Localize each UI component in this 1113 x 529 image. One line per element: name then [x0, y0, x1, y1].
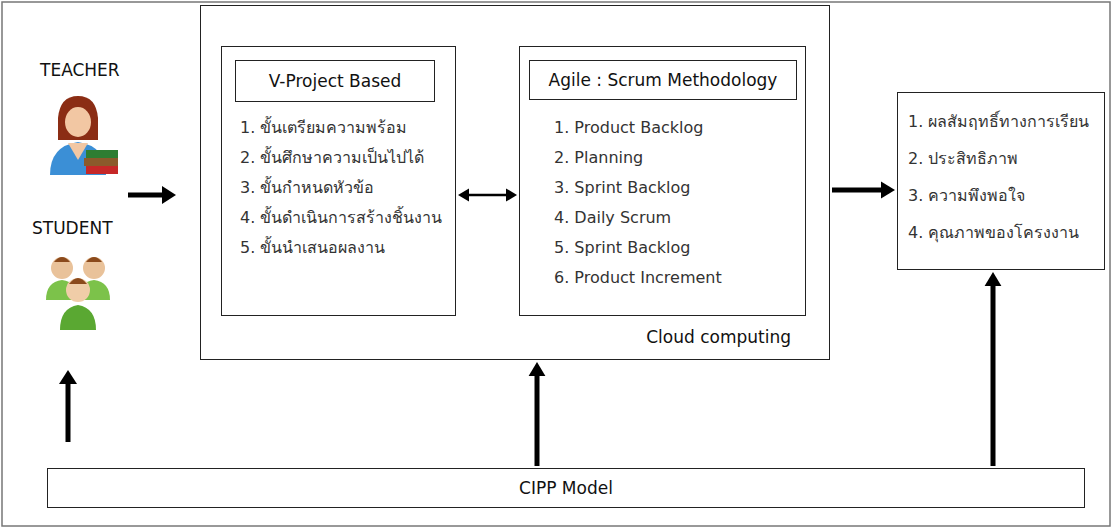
arrow-head — [881, 182, 895, 199]
list-item: 5. ขั้นนำเสนอผลงาน — [240, 233, 447, 263]
flow-arrow — [529, 362, 546, 466]
arrow-line — [991, 283, 996, 466]
method-box: 1. ขั้นเตรียมความพร้อม2. ขั้นศึกษาความเป… — [221, 46, 456, 316]
list-item: 3. ขั้นกำหนดหัวข้อ — [240, 173, 447, 203]
list-item: 3. ความพึงพอใจ — [908, 177, 1096, 214]
list-item: 6. Product Increment — [554, 263, 797, 293]
list-item: 1. ผลสัมฤทธิ์ทางการเรียน — [908, 103, 1096, 140]
platform-box: Cloud computing1. ขั้นเตรียมความพร้อม2. … — [200, 5, 830, 360]
arrow-line — [832, 188, 884, 193]
list-item: 2. ประสิทธิภาพ — [908, 140, 1096, 177]
platform-label: Cloud computing — [646, 327, 791, 347]
arrow-head — [529, 362, 546, 376]
flow-arrow — [458, 188, 517, 201]
heading-text: Agile : Scrum Methodology — [549, 70, 778, 90]
heading-text: CIPP Model — [519, 478, 613, 498]
arrow-head — [506, 188, 517, 201]
list-item: 4. Daily Scrum — [554, 203, 797, 233]
arrow-line — [535, 373, 540, 466]
list-item: 3. Sprint Backlog — [554, 173, 797, 203]
heading-text: V-Project Based — [269, 71, 402, 91]
cipp-arrow — [59, 370, 77, 442]
students-icon — [46, 257, 110, 330]
arrow-head — [985, 272, 1002, 286]
evaluation-band: CIPP Model — [47, 468, 1085, 508]
list-item: 1. Product Backlog — [554, 113, 797, 143]
list-item: 5. Sprint Backlog — [554, 233, 797, 263]
role-label: TEACHER — [40, 60, 120, 80]
list-item: 4. ขั้นดำเนินการสร้างชิ้นงาน — [240, 203, 447, 233]
method-box: 1. Product Backlog2. Planning3. Sprint B… — [519, 46, 806, 316]
heading-box: Agile : Scrum Methodology — [529, 60, 797, 100]
list-item: 2. Planning — [554, 143, 797, 173]
outcome-box: 1. ผลสัมฤทธิ์ทางการเรียน2. ประสิทธิภาพ3.… — [897, 92, 1105, 270]
teacher-icon — [50, 96, 118, 175]
flow-arrow — [985, 272, 1002, 466]
list-item: 4. คุณภาพของโครงงาน — [908, 214, 1096, 251]
arrow-head — [458, 188, 469, 201]
arrow-line — [467, 194, 508, 197]
flow-arrow — [832, 182, 895, 199]
role-label: STUDENT — [32, 218, 113, 238]
heading-box: V-Project Based — [235, 60, 435, 102]
list-item: 1. ขั้นเตรียมความพร้อม — [240, 113, 447, 143]
list-item: 2. ขั้นศึกษาความเป็นไปได้ — [240, 143, 447, 173]
input-arrow — [128, 186, 176, 204]
